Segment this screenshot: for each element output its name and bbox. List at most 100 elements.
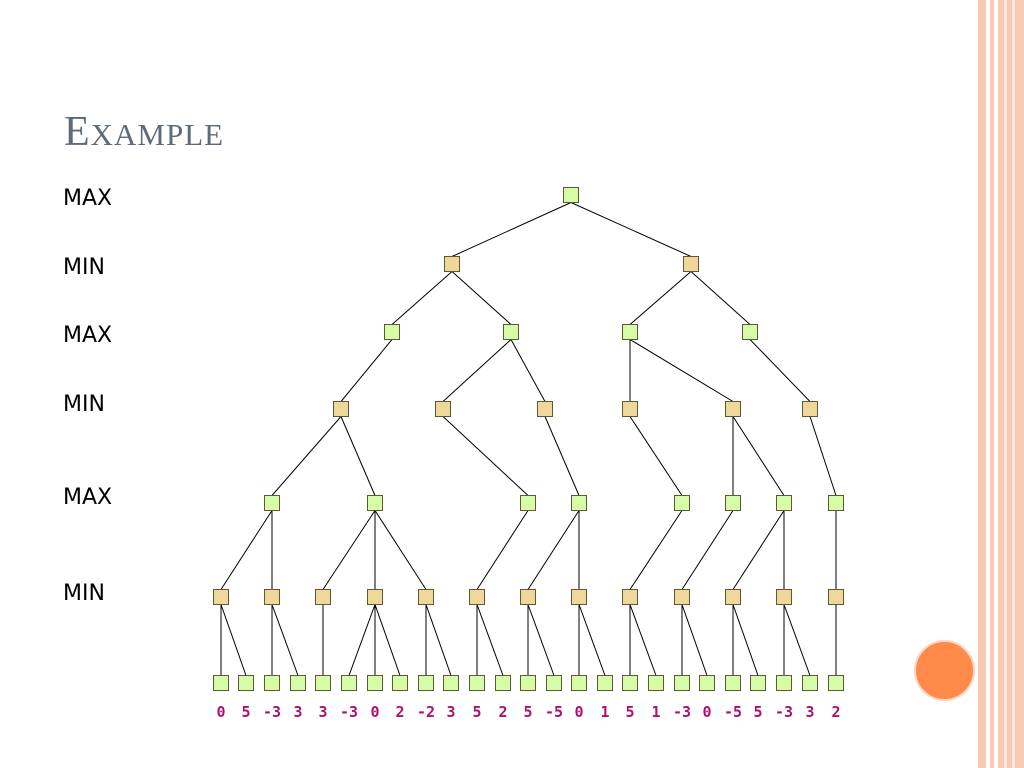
max-node bbox=[503, 324, 519, 340]
leaf-value: 2 bbox=[831, 703, 840, 721]
slide-title: EXAMPLE bbox=[64, 108, 224, 156]
tree-edge bbox=[340, 339, 393, 402]
max-node bbox=[776, 495, 792, 511]
max-node bbox=[648, 675, 664, 691]
leaf-value: 3 bbox=[805, 703, 814, 721]
max-node bbox=[597, 675, 613, 691]
max-node bbox=[367, 495, 383, 511]
tree-edge bbox=[476, 510, 529, 590]
tree-edge bbox=[629, 510, 683, 590]
min-node bbox=[469, 589, 485, 605]
max-node bbox=[725, 495, 741, 511]
leaf-value: 3 bbox=[446, 703, 455, 721]
min-node bbox=[264, 589, 280, 605]
leaf-value: 1 bbox=[600, 703, 609, 721]
tree-edge bbox=[476, 604, 504, 676]
tree-edge bbox=[340, 416, 376, 496]
tree-edge bbox=[391, 271, 453, 325]
max-node bbox=[341, 675, 357, 691]
tree-edge bbox=[442, 339, 512, 402]
leaf-value: 5 bbox=[472, 703, 481, 721]
max-node bbox=[264, 495, 280, 511]
min-node bbox=[674, 589, 690, 605]
level-label-max: MAX bbox=[63, 485, 113, 510]
max-node bbox=[802, 675, 818, 691]
max-node bbox=[699, 675, 715, 691]
max-node bbox=[418, 675, 434, 691]
min-node bbox=[828, 589, 844, 605]
tree-edge bbox=[681, 510, 734, 590]
tree-edge bbox=[732, 416, 785, 496]
max-node bbox=[674, 495, 690, 511]
min-node bbox=[444, 256, 460, 272]
tree-edge bbox=[374, 604, 401, 676]
tree-edge bbox=[629, 339, 734, 402]
min-node bbox=[367, 589, 383, 605]
tree-edges bbox=[220, 202, 837, 676]
leaf-value: 0 bbox=[574, 703, 583, 721]
tree-edge bbox=[322, 510, 376, 590]
min-node bbox=[315, 589, 331, 605]
max-node bbox=[469, 675, 485, 691]
tree-edge bbox=[732, 604, 759, 676]
leaf-value: -3 bbox=[673, 703, 691, 721]
leaf-value: 5 bbox=[241, 703, 250, 721]
tree-edge bbox=[510, 339, 546, 402]
tree-edge bbox=[271, 604, 299, 676]
min-node bbox=[725, 401, 741, 417]
max-node bbox=[315, 675, 331, 691]
slide-title-rest: XAMPLE bbox=[90, 117, 225, 152]
max-node bbox=[571, 675, 587, 691]
tree-edge bbox=[442, 416, 529, 496]
tree-edge bbox=[544, 416, 580, 496]
level-label-min: MIN bbox=[63, 392, 105, 417]
tree-edge bbox=[578, 604, 606, 676]
level-label-min: MIN bbox=[63, 581, 105, 606]
min-node bbox=[213, 589, 229, 605]
min-node bbox=[725, 589, 741, 605]
max-node bbox=[495, 675, 511, 691]
min-node bbox=[571, 589, 587, 605]
leaf-value: 2 bbox=[498, 703, 507, 721]
tree-edge bbox=[220, 510, 273, 590]
leaf-value: 5 bbox=[753, 703, 762, 721]
max-node bbox=[725, 675, 741, 691]
tree-edge bbox=[570, 202, 692, 257]
leaf-value: 3 bbox=[318, 703, 327, 721]
max-node bbox=[742, 324, 758, 340]
max-node bbox=[290, 675, 306, 691]
leaf-value: -3 bbox=[263, 703, 281, 721]
min-node bbox=[418, 589, 434, 605]
level-label-max: MAX bbox=[63, 323, 113, 348]
tree-edge bbox=[451, 271, 512, 325]
tree-edge bbox=[629, 604, 657, 676]
max-node bbox=[828, 675, 844, 691]
max-node bbox=[520, 675, 536, 691]
leaf-value: 0 bbox=[702, 703, 711, 721]
min-node bbox=[520, 589, 536, 605]
leaf-value: -3 bbox=[775, 703, 793, 721]
max-node bbox=[392, 675, 408, 691]
tree-edge bbox=[527, 604, 555, 676]
max-node bbox=[367, 675, 383, 691]
leaf-value: 5 bbox=[523, 703, 532, 721]
min-node bbox=[683, 256, 699, 272]
max-node bbox=[520, 495, 536, 511]
decorative-circle bbox=[914, 640, 975, 701]
tree-edge bbox=[527, 510, 580, 590]
min-node bbox=[333, 401, 349, 417]
tree-edge bbox=[451, 202, 572, 257]
leaf-value: -5 bbox=[545, 703, 563, 721]
tree-edge bbox=[629, 271, 692, 325]
tree-edge bbox=[681, 604, 708, 676]
tree-nodes bbox=[213, 187, 844, 691]
max-node bbox=[546, 675, 562, 691]
max-node bbox=[674, 675, 690, 691]
max-node bbox=[443, 675, 459, 691]
leaf-value: 1 bbox=[651, 703, 660, 721]
tree-edge bbox=[374, 510, 427, 590]
tree-edge bbox=[809, 416, 837, 496]
leaf-value: 0 bbox=[216, 703, 225, 721]
min-node bbox=[622, 401, 638, 417]
